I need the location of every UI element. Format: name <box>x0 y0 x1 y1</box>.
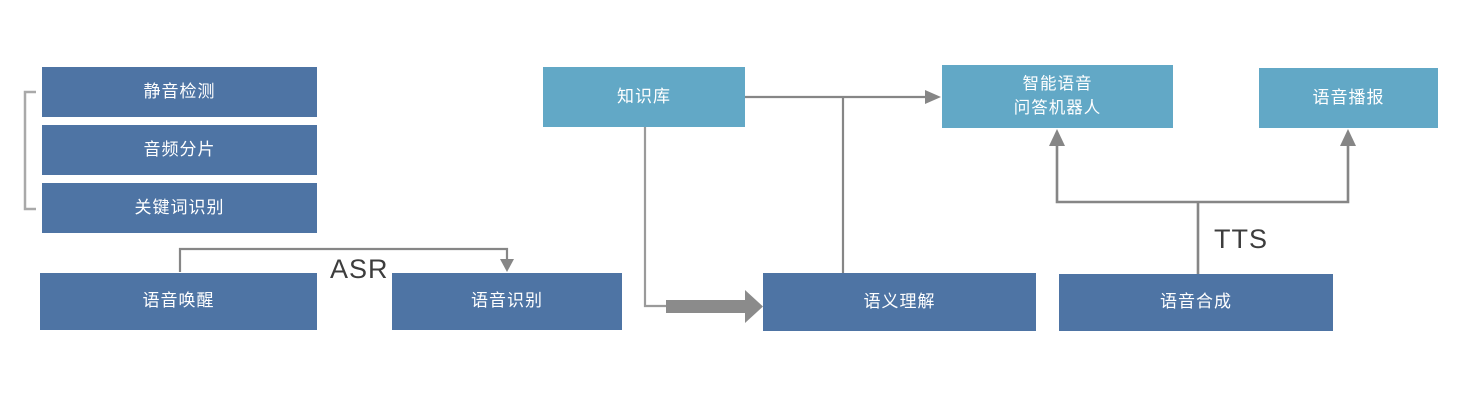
node-voice-wakeup: 语音唤醒 <box>40 273 317 330</box>
node-knowledge-base: 知识库 <box>543 67 745 127</box>
node-silence-detection: 静音检测 <box>42 67 317 117</box>
arrowhead-into-robot-bottom <box>1049 129 1065 146</box>
arrowhead-into-robot <box>925 90 941 104</box>
node-voice-broadcast: 语音播报 <box>1259 68 1438 128</box>
left-group-bracket <box>23 90 36 211</box>
node-semantic-understanding: 语义理解 <box>763 273 1036 331</box>
arrowhead-into-broadcast-bottom <box>1340 129 1356 146</box>
node-audio-slicing: 音频分片 <box>42 125 317 175</box>
thick-arrow-into-nlu <box>666 290 763 323</box>
node-intelligent-qa-robot: 智能语音 问答机器人 <box>942 65 1173 128</box>
node-speech-recognition: 语音识别 <box>392 273 622 330</box>
node-speech-synthesis: 语音合成 <box>1059 274 1333 331</box>
arrowhead-into-recognition <box>500 259 514 272</box>
line-kb-bottom-to-thick-arrow <box>643 127 666 308</box>
edge-label-asr: ASR <box>330 254 389 284</box>
edge-label-tts: TTS <box>1214 224 1268 254</box>
tts-y-connector <box>1055 141 1350 274</box>
node-keyword-recognition: 关键词识别 <box>42 183 317 233</box>
arrow-wakeup-to-recognition <box>178 247 509 272</box>
